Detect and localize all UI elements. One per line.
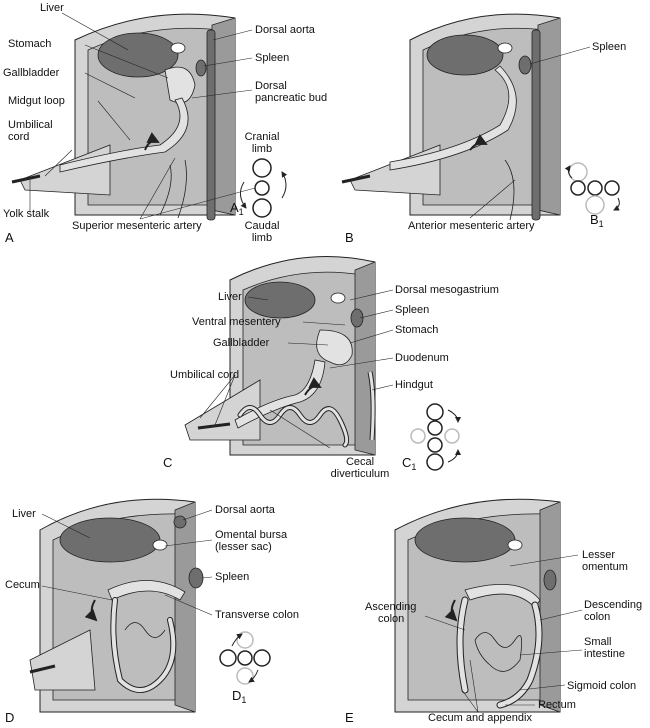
label-caudal-limb-a: limb [251,232,273,244]
label-transverse-colon: Transverse colon [215,609,299,621]
label-dorsal-aorta-a: Dorsal aorta [255,24,315,36]
label-anterior-mesenteric-artery: Anterior mesenteric artery [408,220,535,232]
panel-letter-b: B [345,230,354,245]
label-duodenum: Duodenum [395,352,449,364]
inset-b1 [564,162,620,215]
label-liver-d: Liver [12,508,36,520]
panel-d-drawing [29,498,213,713]
label-sigmoid-colon: Sigmoid colon [567,680,637,692]
label-lesser: Lesser [582,549,616,561]
label-midgut-loop-a: Midgut loop [8,95,65,107]
inset-label-b1: B1 [590,212,604,229]
label-dorsal-mesogastrium: Dorsal mesogastrium [395,284,499,296]
panel-b-drawing [341,13,591,221]
label-spleen-b: Spleen [592,41,627,53]
label-stomach-c: Stomach [395,324,439,336]
label-liver-a: Liver [40,2,64,14]
label-gallbladder-c: Gallbladder [213,337,270,349]
label-hindgut: Hindgut [395,379,433,391]
panel-letter-e: E [345,710,354,725]
label-descending: Descending [584,599,643,611]
label-rectum: Rectum [538,699,576,711]
label-cranial-limb-a: limb [251,143,273,155]
label-ventral-mesentery: Ventral mesentery [192,316,281,328]
inset-label-d1: D1 [232,688,247,705]
panel-e-drawing [394,498,583,713]
label-cord-a: cord [8,131,30,143]
inset-d1 [219,631,271,685]
label-ascending: Ascending [365,601,417,613]
panel-a-drawing [11,12,256,221]
label-yolk-stalk-a: Yolk stalk [3,208,50,220]
label-dorsal-aorta-d: Dorsal aorta [215,504,275,516]
label-ascending-colon: colon [378,613,405,625]
label-spleen-a: Spleen [255,52,290,64]
dorsal-aorta-shape [206,29,216,221]
inset-c1 [410,403,461,471]
panel-letter-d: D [5,710,15,725]
inset-label-c1: C1 [402,455,417,472]
label-descending-colon: colon [584,611,611,623]
liver-shape [97,32,179,78]
label-omentum: omentum [582,561,628,573]
label-dorsal-a: Dorsal [255,80,287,92]
label-spleen-d: Spleen [215,571,250,583]
label-cecum-and-appendix: Cecum and appendix [428,712,532,724]
inset-label-a1: A1 [230,200,244,217]
label-intestine: intestine [584,648,625,660]
midgut-loop-shape [59,97,189,173]
label-cecal: Cecal [345,456,375,468]
panel-c-drawing [184,255,394,456]
label-umbilical-a: Umbilical [8,119,53,131]
label-stomach-a: Stomach [8,38,52,50]
label-pancreatic-bud-a: pancreatic bud [255,92,328,104]
inset-a1 [240,158,288,218]
label-cecum-d: Cecum [5,579,40,591]
panel-letter-a: A [5,230,14,245]
label-liver-c: Liver [218,291,242,303]
label-small: Small [584,636,612,648]
label-gallbladder-a: Gallbladder [3,67,60,79]
label-spleen-c: Spleen [395,304,430,316]
label-umbilical-cord-c: Umbilical cord [170,369,240,381]
label-lesser-sac: (lesser sac) [215,541,272,553]
label-caudal-a: Caudal [244,220,280,232]
label-omental-bursa: Omental bursa [215,529,288,541]
panel-letter-c: C [163,455,173,470]
spleen-shape [195,59,207,77]
label-diverticulum: diverticulum [330,468,390,480]
label-superior-mesenteric-artery: Superior mesenteric artery [72,220,202,232]
label-cranial-a: Cranial [244,131,280,143]
